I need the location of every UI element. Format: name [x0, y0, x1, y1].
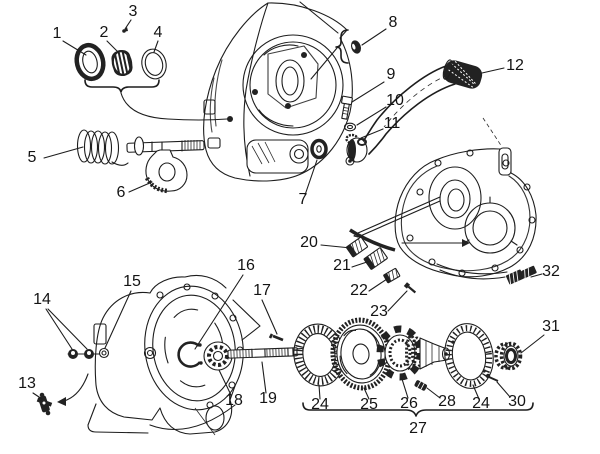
- part-2-needle-bearing: [111, 50, 133, 76]
- arrowhead: [57, 397, 66, 406]
- part-28-roller: [414, 380, 428, 391]
- brace-part-27: [302, 402, 534, 417]
- callout-3: 3: [129, 3, 138, 20]
- brace-leader: [120, 92, 228, 121]
- callout-5: 5: [28, 149, 37, 166]
- part-22-wedge: [383, 267, 401, 284]
- leader-lines: [32, 19, 545, 400]
- part-24-pressure-plate: [444, 323, 494, 389]
- crankcase-right-half: [349, 117, 537, 280]
- part-17-pin: [268, 333, 284, 342]
- braces: [84, 29, 534, 417]
- callout-4: 4: [154, 24, 163, 41]
- callout-6: 6: [117, 184, 126, 201]
- part-12-kickstart-lever: [345, 59, 483, 166]
- part-4-ring: [141, 48, 167, 80]
- callout-labels: 1 2 3 4 5 6 7 8 9 10 11 12 13 14 15 16 1…: [18, 3, 560, 437]
- part-1-oil-seal: [74, 42, 106, 82]
- callout-30: 30: [508, 393, 526, 410]
- part-21-wedge: [363, 247, 388, 270]
- part-15-washer: [98, 347, 110, 359]
- part-23-screw: [403, 282, 417, 294]
- callout-15: 15: [123, 273, 141, 290]
- part-8-cap: [350, 40, 362, 54]
- brace-parts-1-4: [84, 79, 160, 93]
- callout-24a: 24: [311, 396, 329, 413]
- callout-2: 2: [100, 24, 109, 41]
- part-25-driven-gear: [330, 317, 392, 391]
- callout-28: 28: [438, 393, 456, 410]
- callout-16: 16: [237, 257, 255, 274]
- part-5-spring: [76, 129, 129, 166]
- case-bolt-holes: [406, 149, 536, 277]
- part-31-gear: [494, 341, 523, 371]
- brace-leader: [310, 47, 338, 80]
- kickstart-pedal-rubber: [442, 59, 483, 89]
- part-19-shaft: [227, 347, 304, 359]
- callout-1: 1: [53, 25, 62, 42]
- callout-7: 7: [299, 191, 308, 208]
- callout-31: 31: [542, 318, 560, 335]
- callout-25: 25: [360, 396, 378, 413]
- part-9-bolt: [341, 95, 353, 120]
- callout-10: 10: [386, 92, 404, 109]
- callout-9: 9: [387, 66, 396, 83]
- part-10-washer: [343, 122, 357, 132]
- callout-13: 13: [18, 375, 36, 392]
- crankcase-flywheel-half: [203, 1, 353, 182]
- callout-11: 11: [384, 115, 401, 132]
- arrow-to-part-13: [63, 373, 89, 402]
- part-6-sector-gear: [144, 149, 188, 194]
- callout-17: 17: [253, 282, 271, 299]
- callout-26: 26: [400, 395, 418, 412]
- callout-27: 27: [409, 420, 427, 437]
- callout-21: 21: [333, 257, 351, 274]
- arrowhead: [462, 239, 470, 247]
- callout-22: 22: [350, 282, 368, 299]
- case-top-tab: [498, 147, 512, 176]
- gasket-band: [349, 228, 396, 252]
- part-13-pawl: [36, 392, 53, 416]
- callout-20: 20: [300, 234, 318, 251]
- callout-23: 23: [370, 303, 388, 320]
- callout-8: 8: [389, 14, 398, 31]
- callout-14: 14: [33, 291, 51, 308]
- callout-19: 19: [259, 390, 277, 407]
- part-26-clutch-hub: [376, 325, 451, 381]
- part-7-seal: [310, 138, 328, 160]
- part-32-wedges: [505, 265, 537, 285]
- brace-part-8: [335, 29, 349, 64]
- lever-clamp: [345, 137, 368, 166]
- part-14-nuts: [68, 349, 94, 359]
- part-30-screw: [485, 373, 499, 382]
- part-16-circlip: [177, 341, 203, 368]
- callout-24b: 24: [472, 395, 490, 412]
- callout-18: 18: [225, 392, 243, 409]
- callout-12: 12: [506, 57, 524, 74]
- callout-32: 32: [542, 263, 560, 280]
